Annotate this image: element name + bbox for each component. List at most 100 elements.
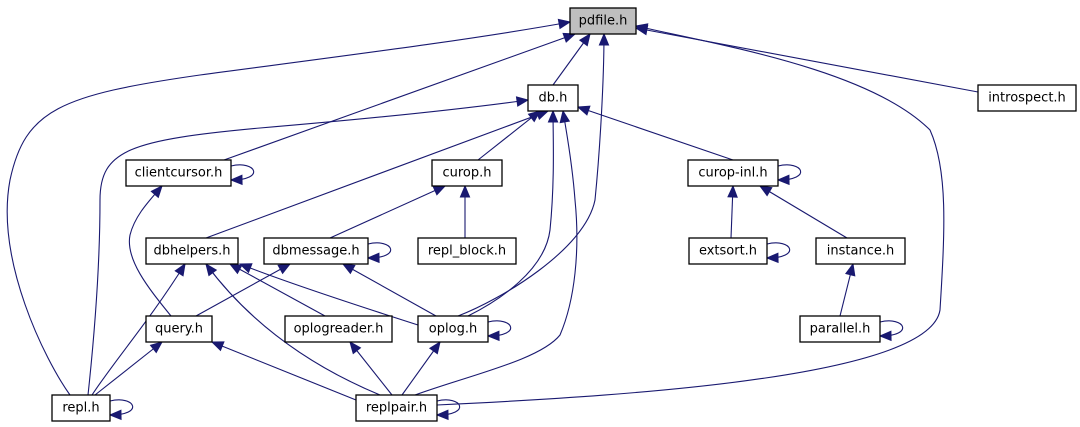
edge-repl-to-pdfile	[6, 21, 571, 396]
node-box	[527, 84, 579, 112]
edges-layer	[6, 18, 979, 421]
node-query[interactable]: query.h	[145, 315, 213, 343]
node-box	[355, 394, 438, 422]
arrowhead-instance-to-curop_inl	[758, 185, 773, 197]
node-label: dbhelpers.h	[153, 244, 230, 259]
edge-oplog-to-db	[467, 110, 554, 317]
node-replpair[interactable]: replpair.h	[355, 394, 438, 422]
node-pdfile[interactable]: pdfile.h	[569, 7, 637, 35]
arrowhead-clientcursor-to-pdfile	[562, 32, 577, 43]
edge-repl-to-query	[94, 341, 163, 396]
arrowhead-repl-to-repl	[108, 409, 122, 421]
arrowhead-replpair-to-oplog	[428, 340, 441, 355]
node-box	[977, 84, 1077, 112]
node-oplog[interactable]: oplog.h	[417, 315, 489, 343]
edge-repl-to-dbhelpers	[91, 263, 186, 396]
node-clientcursor[interactable]: clientcursor.h	[125, 159, 232, 187]
arrowhead-query-to-clientcursor	[150, 185, 163, 199]
node-box	[284, 315, 393, 343]
edge-oplog-to-pdfile	[457, 33, 605, 317]
arrowhead-extsort-to-curop_inl	[727, 184, 738, 198]
node-repl[interactable]: repl.h	[51, 394, 111, 422]
edge-oplogreader-to-dbhelpers	[229, 263, 326, 317]
node-box	[431, 159, 503, 187]
arrowhead-query-to-dbmessage	[277, 263, 292, 275]
node-box	[125, 159, 232, 187]
node-box	[145, 237, 239, 265]
node-box	[145, 315, 213, 343]
node-curop[interactable]: curop.h	[431, 159, 503, 187]
node-label: repl.h	[62, 401, 99, 416]
arrowhead-oplog-to-db	[547, 109, 559, 123]
node-label: oplogreader.h	[294, 322, 384, 337]
arrowhead-curop_inl-to-curop_inl	[776, 174, 790, 186]
edge-instance-to-curop_inl	[759, 185, 848, 239]
arrowhead-oplog-to-oplog	[486, 330, 500, 342]
node-label: curop-inl.h	[698, 166, 767, 181]
node-db[interactable]: db.h	[527, 84, 579, 112]
node-label: curop.h	[442, 166, 491, 181]
node-label: clientcursor.h	[135, 166, 223, 181]
node-box	[688, 237, 768, 265]
edge-curop-to-db	[477, 110, 541, 161]
arrowhead-dbmessage-to-curop	[432, 185, 447, 196]
node-box	[687, 159, 779, 187]
node-label: instance.h	[827, 244, 894, 259]
node-extsort[interactable]: extsort.h	[688, 237, 768, 265]
arrowhead-extsort-to-extsort	[765, 252, 779, 264]
node-dbmessage[interactable]: dbmessage.h	[263, 237, 369, 265]
node-box	[263, 237, 369, 265]
arrowhead-repl-to-db	[515, 96, 530, 107]
arrowhead-curop_inl-to-db	[576, 105, 591, 116]
edge-dbmessage-to-curop	[329, 185, 446, 239]
arrowhead-replpair-to-oplogreader	[349, 340, 362, 355]
arrowhead-replpair-to-dbhelpers	[205, 262, 218, 277]
arrowhead-replpair-to-query	[210, 341, 225, 352]
arrowhead-parallel-to-parallel	[878, 330, 892, 342]
edge-curop_inl-to-db	[577, 106, 734, 161]
edge-replpair-to-pdfile	[436, 25, 945, 406]
node-label: parallel.h	[810, 322, 871, 337]
node-introspect[interactable]: introspect.h	[977, 84, 1077, 112]
node-repl_block[interactable]: repl_block.h	[417, 237, 517, 265]
node-dbhelpers[interactable]: dbhelpers.h	[145, 237, 239, 265]
edge-query-to-dbmessage	[195, 263, 291, 317]
arrowhead-repl-to-dbhelpers	[174, 262, 186, 277]
arrowhead-db-to-pdfile	[578, 32, 591, 47]
node-box	[417, 315, 489, 343]
arrowhead-replpair-to-replpair	[435, 409, 449, 421]
edge-clientcursor-to-pdfile	[223, 33, 576, 161]
node-label: pdfile.h	[579, 14, 628, 29]
edge-replpair-to-db	[414, 110, 578, 396]
node-box	[815, 237, 906, 265]
node-parallel[interactable]: parallel.h	[799, 315, 881, 343]
edge-dbhelpers-to-db	[205, 110, 549, 239]
arrowhead-oplog-to-dbmessage	[341, 263, 356, 275]
arrowhead-clientcursor-to-clientcursor	[229, 174, 243, 186]
arrowhead-repl-to-query	[149, 341, 164, 354]
node-curop_inl[interactable]: curop-inl.h	[687, 159, 779, 187]
edge-query-to-clientcursor	[128, 185, 172, 317]
node-oplogreader[interactable]: oplogreader.h	[284, 315, 393, 343]
node-label: introspect.h	[988, 91, 1066, 106]
edge-oplog-to-dbmessage	[342, 263, 437, 317]
node-label: replpair.h	[366, 401, 427, 416]
arrowhead-dbmessage-to-dbmessage	[366, 252, 380, 264]
node-label: extsort.h	[699, 244, 757, 259]
arrowhead-replpair-to-db	[559, 109, 571, 124]
node-box	[417, 237, 517, 265]
arrowhead-repl-to-pdfile	[557, 18, 572, 30]
arrowhead-parallel-to-instance	[845, 262, 856, 277]
node-label: dbmessage.h	[272, 244, 359, 259]
arrowhead-repl_block-to-curop	[459, 184, 471, 198]
arrowhead-replpair-to-pdfile	[634, 23, 649, 34]
node-box	[799, 315, 881, 343]
node-box	[51, 394, 111, 422]
arrowhead-oplog-to-pdfile	[598, 32, 610, 46]
node-label: repl_block.h	[428, 244, 506, 259]
edge-replpair-to-dbhelpers	[205, 263, 381, 396]
arrowhead-dbhelpers-to-db	[535, 109, 550, 121]
node-instance[interactable]: instance.h	[815, 237, 906, 265]
node-label: db.h	[539, 91, 568, 106]
